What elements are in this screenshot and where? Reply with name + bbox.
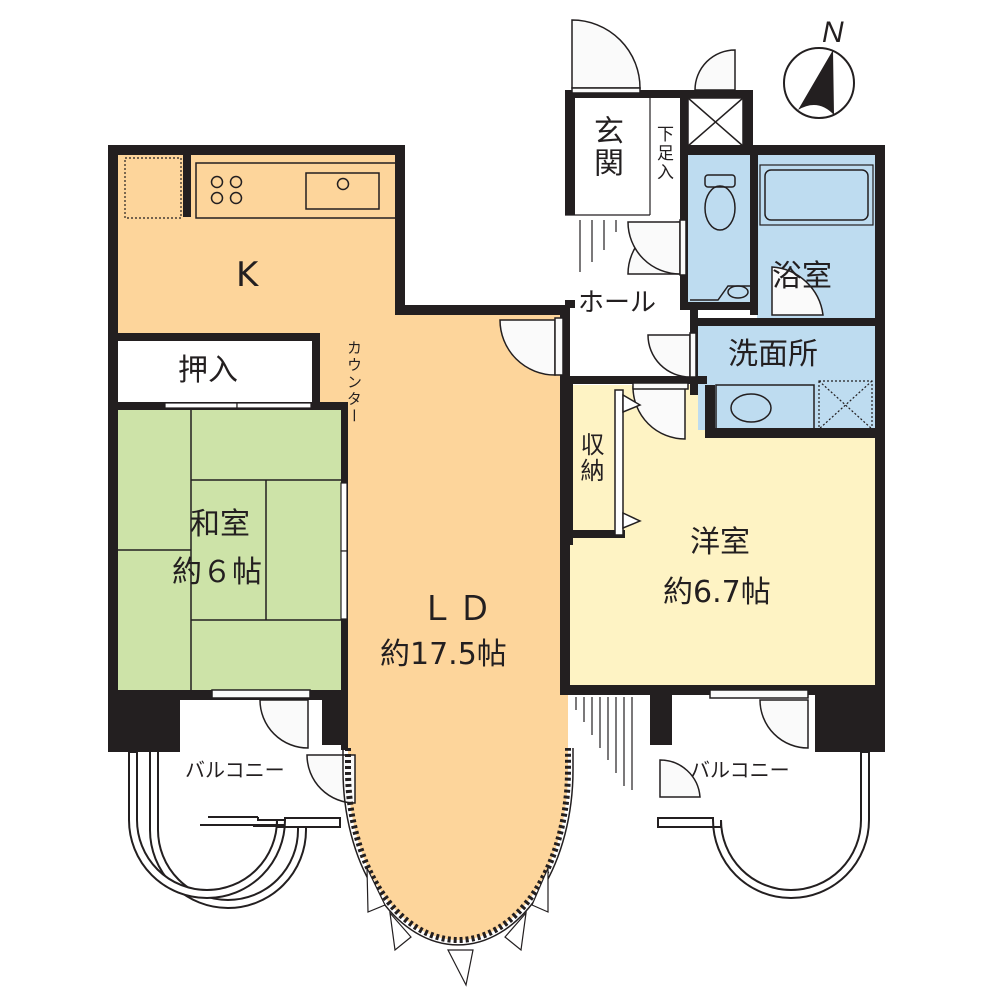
youshitsu-size: 約6.7帖: [663, 575, 771, 610]
youshitsu-label: 洋室: [690, 525, 750, 560]
storage-label: 収納: [576, 432, 604, 484]
bathtub-icon: [764, 169, 869, 221]
balcony-left-u: [128, 751, 341, 899]
oshiire-fill: [118, 340, 318, 405]
oshiire-label: 押入: [178, 353, 238, 388]
window-steps: [575, 697, 633, 790]
hall-label: ホール: [578, 288, 657, 318]
washroom-fill: [698, 325, 876, 430]
doors: [211, 19, 824, 804]
sliding-doors: [164, 402, 348, 620]
bathroom-label: 浴室: [772, 259, 832, 294]
genkan-label: 玄関: [588, 115, 623, 179]
balcony-right-u: [657, 751, 870, 899]
counter-label: カウンター: [345, 340, 363, 425]
storage-doors: [614, 389, 642, 536]
ld-label: ＬＤ: [420, 589, 496, 629]
compass-icon: [783, 47, 855, 119]
step-lines: [565, 98, 651, 272]
washroom-label: 洗面所: [728, 337, 818, 372]
compass-north-label: N: [822, 16, 844, 49]
ld-size: 約17.5帖: [380, 637, 507, 672]
fridge-space: [124, 157, 182, 219]
washing-machine-space: [818, 380, 873, 430]
balcony-right-label: バルコニー: [690, 758, 790, 782]
getabako-label: 下足入: [653, 125, 673, 182]
tatami-lines: [118, 410, 341, 690]
kitchen-fill: [118, 155, 403, 335]
washitsu-size: 約６帖: [172, 555, 262, 590]
bay-window-panels: [366, 867, 549, 987]
kitchen-label: K: [236, 255, 259, 295]
washitsu-label: 和室: [190, 507, 250, 542]
toilet-icon: [690, 174, 752, 301]
balcony-left-label: バルコニー: [185, 758, 285, 782]
sink-icon: [305, 172, 380, 210]
ld-fill: [320, 315, 568, 940]
pipe-space: [687, 97, 744, 147]
stove-icon: [210, 175, 243, 205]
